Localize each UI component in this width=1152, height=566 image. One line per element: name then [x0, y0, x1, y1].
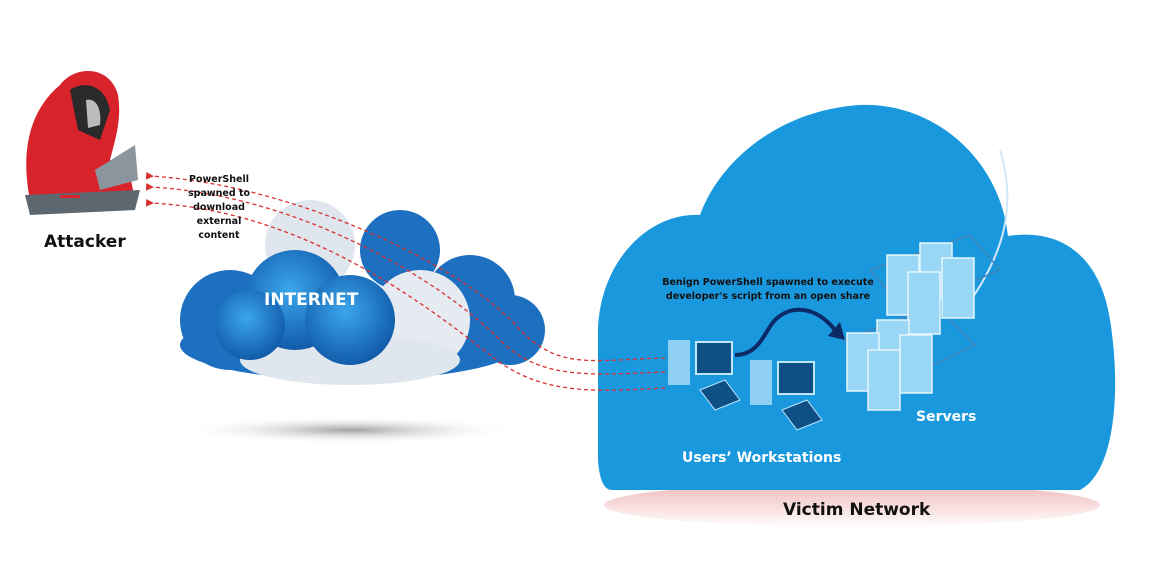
attacker-icon: [25, 71, 140, 215]
internet-label: INTERNET: [264, 290, 359, 310]
powershell-download-paths: [145, 171, 666, 391]
workstations-label: Users’ Workstations: [682, 450, 842, 466]
annotation-line: developer's script from an open share: [665, 291, 871, 302]
servers-icon: [843, 234, 1002, 411]
workstation-icon: [668, 340, 741, 411]
annotation-line: Benign PowerShell spawned to execute: [662, 277, 874, 288]
internet-shadow: [180, 416, 520, 444]
internet-cloud: [180, 200, 545, 385]
annotation-line: external: [196, 216, 242, 227]
external-download-annotation: PowerShell spawned to download external …: [178, 173, 260, 243]
annotation-line: content: [198, 230, 240, 241]
annotation-line: download: [193, 202, 245, 213]
victim-network-label: Victim Network: [783, 500, 931, 520]
annotation-line: spawned to: [187, 188, 251, 199]
servers-label: Servers: [916, 409, 977, 425]
cloud-highlight: [959, 149, 1009, 316]
workstation-icon: [750, 360, 823, 431]
victim-network-base: [604, 483, 1100, 527]
annotation-line: PowerShell: [189, 174, 249, 185]
attacker-label: Attacker: [44, 232, 126, 252]
execute-script-arrow: [734, 307, 837, 357]
benign-powershell-annotation: Benign PowerShell spawned to execute dev…: [658, 276, 878, 304]
arrow-head-icon: [828, 322, 845, 340]
